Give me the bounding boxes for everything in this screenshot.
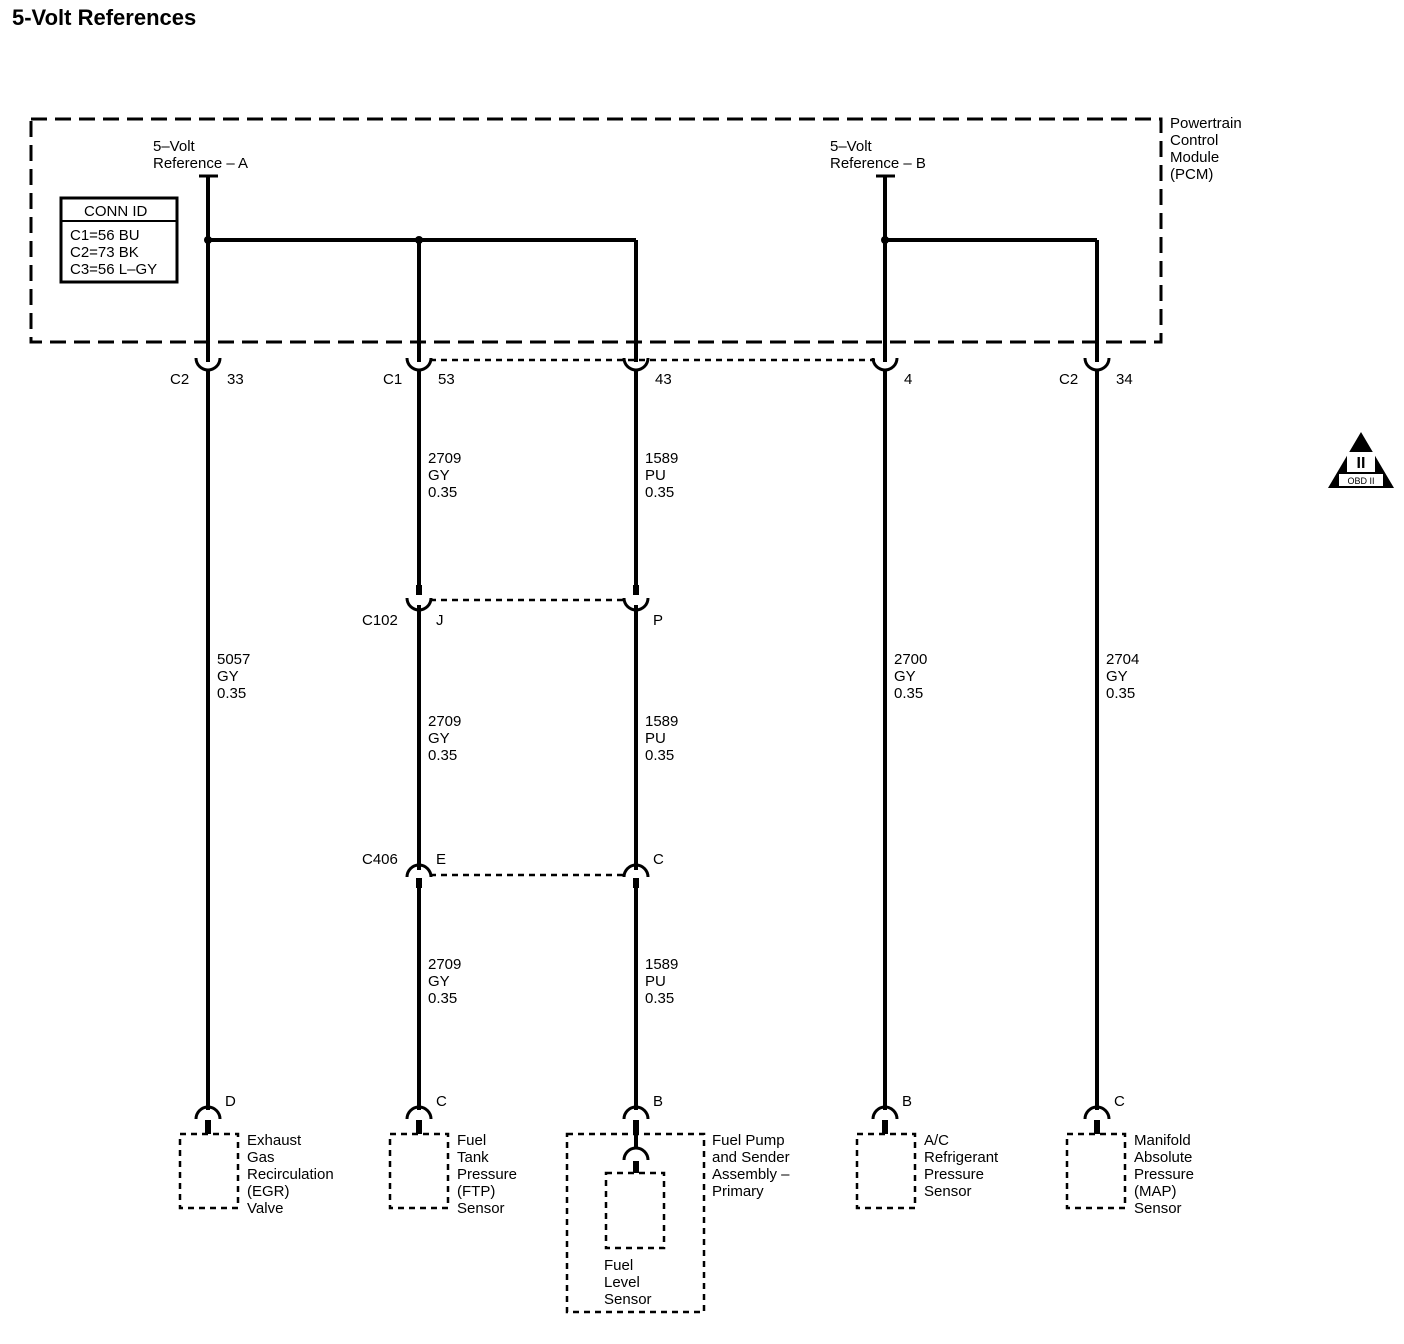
svg-text:C1: C1 <box>383 371 402 388</box>
obd-ii-icon: II OBD II <box>1328 432 1394 488</box>
component-label: Fuel Pump and Sender Assembly – Primary <box>712 1132 794 1200</box>
conn-id-line: C1=56 BU <box>70 227 140 244</box>
reference-b-label: 5–Volt Reference – B <box>830 138 926 172</box>
pcm-connector: 4 <box>871 342 912 388</box>
svg-text:J: J <box>436 612 444 629</box>
svg-text:4: 4 <box>904 371 912 388</box>
wire-label-fuel-level: 1589 PU 0.35 <box>645 956 683 1007</box>
wire-label-map: 2704 GY 0.35 <box>1106 651 1144 702</box>
pcm-label: Powertrain Control Module (PCM) <box>1170 115 1246 183</box>
svg-text:C102: C102 <box>362 612 398 629</box>
wire-label-ftp: 2709 GY 0.35 <box>428 713 466 764</box>
component-pin: C <box>1114 1093 1125 1110</box>
component-ac-pressure-sensor: B A/C Refrigerant Pressure Sensor <box>855 1093 1002 1210</box>
inline-connector-c102: C102 J P <box>362 585 663 629</box>
component-label: A/C Refrigerant Pressure Sensor <box>924 1132 1002 1200</box>
svg-text:E: E <box>436 851 446 868</box>
svg-text:II: II <box>1357 455 1366 472</box>
wire-label-ftp: 2709 GY 0.35 <box>428 956 466 1007</box>
wire-label-ac: 2700 GY 0.35 <box>894 651 932 702</box>
wire-label-ftp: 2709 GY 0.35 <box>428 450 466 501</box>
conn-id-table: CONN ID C1=56 BU C2=73 BK C3=56 L–GY <box>59 196 179 284</box>
component-label: Fuel Tank Pressure (FTP) Sensor <box>457 1132 521 1217</box>
pcm-connector: C2 33 <box>170 342 244 388</box>
fuel-level-sensor-label: Fuel Level Sensor <box>604 1257 652 1308</box>
svg-text:53: 53 <box>438 371 455 388</box>
component-egr-valve: D Exhaust Gas Recirculation (EGR) Valve <box>178 1093 338 1217</box>
conn-id-header: CONN ID <box>84 203 148 220</box>
svg-text:P: P <box>653 612 663 629</box>
component-pin: B <box>902 1093 912 1110</box>
wire-label-fuel-level: 1589 PU 0.35 <box>645 450 683 501</box>
conn-id-line: C2=73 BK <box>70 244 139 261</box>
svg-text:C406: C406 <box>362 851 398 868</box>
component-map-sensor: C Manifold Absolute Pressure (MAP) Senso… <box>1065 1093 1198 1217</box>
reference-a-label: 5–Volt Reference – A <box>153 138 248 172</box>
pcm-connector: 43 <box>622 342 672 388</box>
component-fuel-pump-sender: B Fuel Pump and Sender Assembly – Primar… <box>565 1093 794 1314</box>
wire-label-fuel-level: 1589 PU 0.35 <box>645 713 683 764</box>
component-pin: C <box>436 1093 447 1110</box>
component-ftp-sensor: C Fuel Tank Pressure (FTP) Sensor <box>388 1093 521 1217</box>
svg-text:34: 34 <box>1116 371 1133 388</box>
pcm-boundary <box>29 117 1163 344</box>
wire-label-egr: 5057 GY 0.35 <box>217 651 255 702</box>
svg-text:C2: C2 <box>1059 371 1078 388</box>
inline-connector-c406: C406 E C <box>362 851 664 888</box>
splice-dot <box>204 236 212 244</box>
component-label: Exhaust Gas Recirculation (EGR) Valve <box>247 1132 338 1217</box>
conn-id-line: C3=56 L–GY <box>70 261 157 278</box>
svg-text:OBD II: OBD II <box>1347 476 1374 486</box>
component-pin: D <box>225 1093 236 1110</box>
svg-text:C: C <box>653 851 664 868</box>
component-label: Manifold Absolute Pressure (MAP) Sensor <box>1134 1132 1198 1217</box>
svg-text:33: 33 <box>227 371 244 388</box>
svg-text:43: 43 <box>655 371 672 388</box>
splice-dot <box>881 236 889 244</box>
svg-text:C2: C2 <box>170 371 189 388</box>
component-pin: B <box>653 1093 663 1110</box>
page-title: 5-Volt References <box>12 5 196 30</box>
